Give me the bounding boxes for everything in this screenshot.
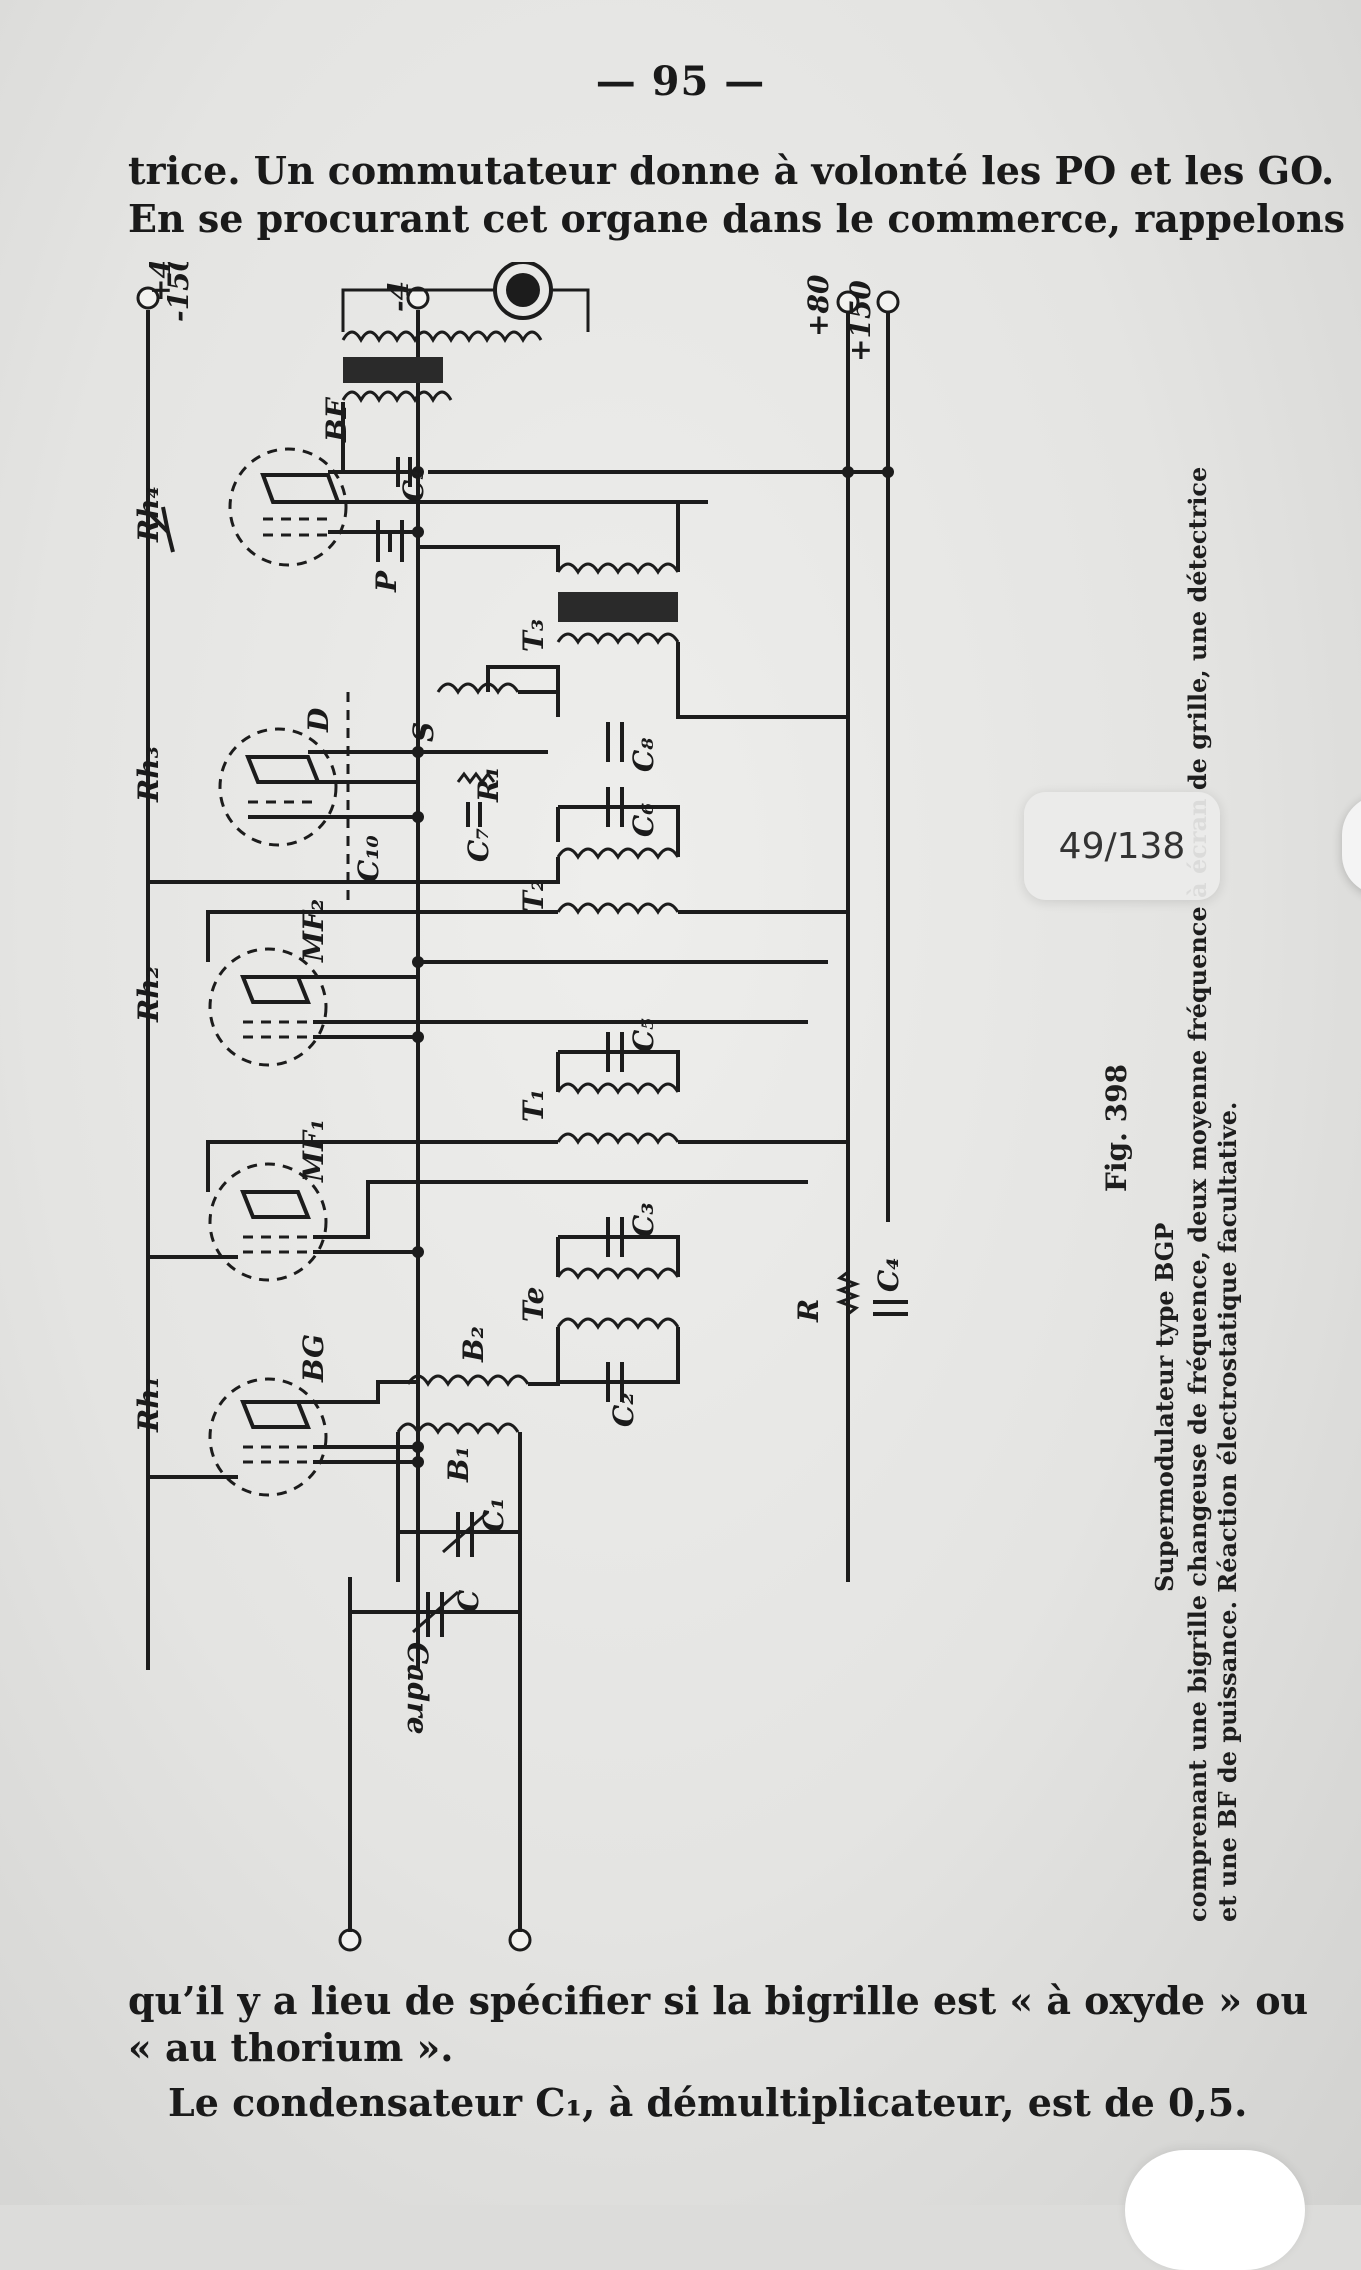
terminal-cadre-right <box>508 1928 532 1952</box>
label-c2: C₂ <box>607 1392 640 1427</box>
label-t3: T₃ <box>517 619 550 652</box>
tube-bg <box>208 1377 328 1497</box>
resistor-r <box>835 1270 861 1316</box>
transformer-t3-core <box>558 592 678 622</box>
tube-d <box>218 727 338 847</box>
reaction-coil-s <box>436 682 520 695</box>
tube-mf2 <box>208 947 328 1067</box>
label-minus4: -4 <box>382 281 415 312</box>
terminal-minus4 <box>406 286 430 310</box>
page-number: — 95 — <box>595 58 766 105</box>
label-c1: C₁ <box>477 1497 510 1532</box>
label-cadre: Cadre <box>401 1642 434 1735</box>
transformer-t3-secondary <box>556 632 680 645</box>
output-transformer-core <box>343 357 443 383</box>
tube-bf <box>228 447 348 567</box>
tube-mf1 <box>208 1162 328 1282</box>
label-rh1: Rh₁ <box>132 1376 165 1433</box>
label-mf1: MF₁ <box>297 1119 330 1183</box>
label-plus4: +4 <box>144 262 177 302</box>
label-te: Te <box>517 1287 550 1322</box>
figure-caption-title: Supermodulateur type BGP <box>1150 1222 1179 1592</box>
transformer-t2-primary <box>556 902 680 915</box>
output-transformer-primary <box>341 330 543 344</box>
label-plus150: +150 <box>844 280 877 362</box>
circuit-schematic: +4 -150 -4 +80 +150 BF Rh₄ <box>132 262 908 1952</box>
label-d: D <box>302 707 335 733</box>
transformer-t3-primary <box>556 562 680 575</box>
terminal-cadre-left <box>338 1928 362 1952</box>
label-minus150: -150 <box>162 262 195 322</box>
label-mf2: MF₂ <box>297 899 330 963</box>
coil-b1 <box>396 1422 520 1435</box>
transformer-t1-primary <box>556 1132 680 1145</box>
label-s: S <box>407 722 440 742</box>
label-c9: C₉ <box>397 467 430 502</box>
label-c6: C₆ <box>627 802 660 837</box>
label-c4: C₄ <box>872 1257 905 1292</box>
label-r1: R₁ <box>472 766 505 803</box>
body-text-line: qu’il y a lieu de spécifier si la bigril… <box>128 1978 1309 2023</box>
label-t1: T₁ <box>517 1089 550 1122</box>
label-c7: C₇ <box>462 827 495 862</box>
terminal-plus80 <box>836 290 860 314</box>
label-c3: C₃ <box>627 1202 660 1237</box>
figure-caption-line: et une BF de puissance. Réaction électro… <box>1213 1101 1242 1922</box>
label-t2: T₂ <box>517 879 550 912</box>
side-action-button[interactable] <box>1342 795 1361 895</box>
label-c10: C₁₀ <box>352 835 385 882</box>
transformer-t1-secondary <box>556 1082 680 1095</box>
terminal-plus150 <box>876 290 900 314</box>
label-c5: C₅ <box>627 1017 660 1052</box>
label-rh3: Rh₃ <box>132 746 165 803</box>
label-r: R <box>792 1299 825 1323</box>
body-text-line: « au thorium ». <box>128 2025 454 2070</box>
label-bf: BF <box>320 396 353 443</box>
label-rh2: Rh₂ <box>132 966 165 1023</box>
transformer-te-secondary <box>556 1267 680 1280</box>
coil-b2 <box>406 1374 530 1387</box>
label-plus80: +80 <box>802 274 835 337</box>
figure-number: Fig. 398 <box>1100 1063 1133 1192</box>
body-text-line: Le condensateur C₁, à démultiplicateur, … <box>168 2080 1248 2125</box>
figure-caption-line: comprenant une bigrille changeuse de fré… <box>1183 466 1212 1922</box>
figure-caption: Fig. 398 Supermodulateur type BGP compre… <box>1090 262 1242 1962</box>
transformer-te-primary <box>556 1317 680 1330</box>
label-c8: C₈ <box>627 737 660 772</box>
label-bg: BG <box>297 1334 330 1383</box>
bottom-action-button[interactable] <box>1125 2150 1305 2270</box>
label-c: C <box>452 1589 485 1612</box>
label-b2: B₂ <box>457 1326 490 1363</box>
page-counter: 49/138 <box>1024 792 1220 900</box>
body-text-line: En se procurant cet organe dans le comme… <box>128 196 1345 241</box>
transformer-t2-secondary <box>556 847 680 860</box>
output-transformer-secondary <box>341 390 453 404</box>
label-b1: B₁ <box>442 1446 475 1483</box>
label-p: P <box>370 570 403 593</box>
terminal-plus4 <box>136 286 160 310</box>
resistor-r1 <box>456 771 496 785</box>
circuit-diagram: +4 -150 -4 +80 +150 BF Rh₄ <box>128 262 1288 1962</box>
body-text-line: trice. Un commutateur donne à volonté le… <box>128 148 1335 193</box>
